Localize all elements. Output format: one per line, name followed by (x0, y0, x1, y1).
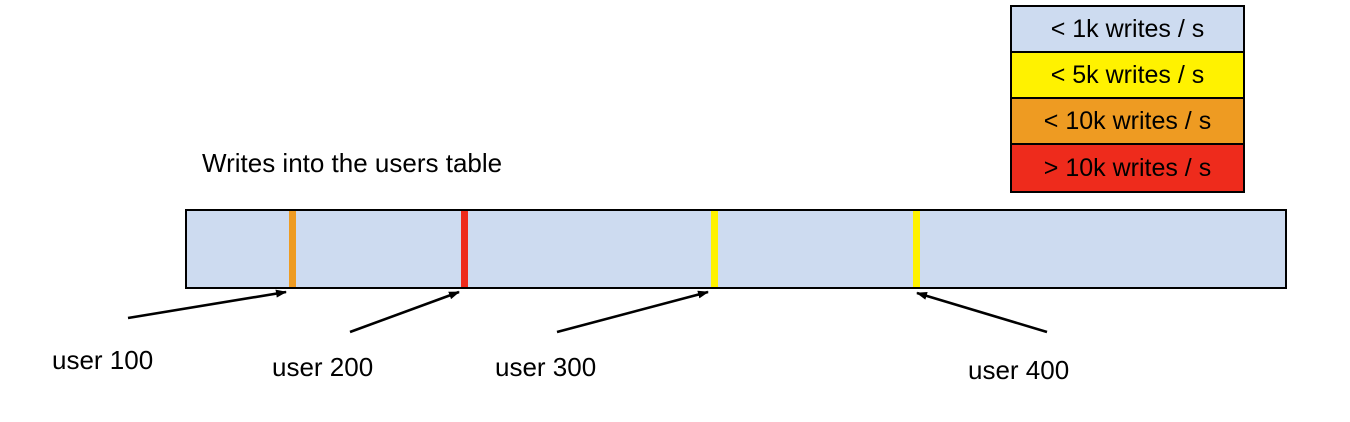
user-400-marker (913, 211, 920, 287)
user-300-arrow (556, 290, 709, 334)
user-200-marker (461, 211, 468, 287)
legend: < 1k writes / s < 5k writes / s < 10k wr… (1010, 5, 1245, 193)
users-table-range-bar (185, 209, 1287, 289)
legend-item-lt-1k: < 1k writes / s (1012, 7, 1243, 53)
legend-item-label: < 1k writes / s (1050, 14, 1205, 43)
legend-item-lt-10k: < 10k writes / s (1012, 99, 1243, 145)
legend-item-label: < 5k writes / s (1050, 60, 1205, 89)
legend-item-label: < 10k writes / s (1043, 106, 1212, 135)
user-100-marker (289, 211, 296, 287)
legend-item-lt-5k: < 5k writes / s (1012, 53, 1243, 99)
user-100-label: user 100 (52, 345, 154, 375)
user-400-label: user 400 (968, 355, 1070, 385)
legend-item-label: > 10k writes / s (1043, 153, 1212, 182)
user-300-label: user 300 (495, 352, 597, 382)
user-200-label: user 200 (272, 352, 374, 382)
user-100-arrow (127, 289, 287, 320)
user-300-marker (711, 211, 718, 287)
chart-title: Writes into the users table (202, 148, 503, 178)
user-400-arrow (916, 291, 1048, 334)
legend-item-gt-10k: > 10k writes / s (1012, 145, 1243, 191)
user-200-arrow (349, 290, 460, 334)
